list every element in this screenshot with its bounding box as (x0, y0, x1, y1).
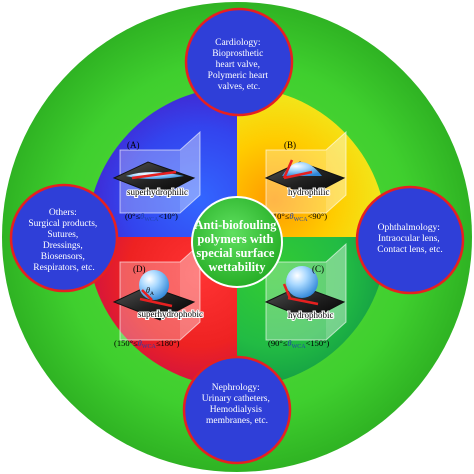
panel-d-range: (150°≤θWCA≤180°) (114, 338, 180, 350)
panel-d-angle-line (139, 297, 173, 308)
panel-d: (D) θA superhydrophobic (150°≤θWCA≤180°) (112, 242, 204, 350)
center-title: Anti-biofouling polymers with special su… (194, 218, 279, 274)
panel-a-range: (0°≤θWCA<10°) (125, 211, 178, 223)
bubble-nephrology: Nephrology: Urinary catheters, Hemodialy… (182, 355, 292, 465)
panel-a-angle-line (131, 170, 177, 180)
bubble-ophthalmology: Ophthalmology: Intraocular lens, Contact… (355, 185, 465, 295)
bubble-nephrology-text: Nephrology: Urinary catheters, Hemodialy… (202, 383, 272, 426)
bubble-ophthalmology-text: Ophthalmology: Intraocular lens, Contact… (377, 223, 442, 255)
center-circle (191, 196, 283, 288)
panel-b-range: (10°≤θWCA<90°) (270, 211, 327, 223)
panel-b-angle-line (283, 170, 313, 180)
panel-d-angle-label: θA (146, 286, 154, 297)
panel-d-name: superhydrophobic (138, 309, 203, 319)
panel-b-letter: (B) (284, 140, 296, 150)
panel-a: (A) superhydrophilic (0°≤θWCA<10°) (112, 130, 201, 223)
panel-c: (C) hydrophobic (90°≤θWCA<150°) (264, 242, 347, 350)
panel-a-plate (112, 161, 196, 197)
bubble-others: Others: Surgical products, Sutures, Dres… (9, 183, 119, 293)
panel-a-letter: (A) (127, 140, 140, 150)
panel-c-letter: (C) (312, 264, 324, 274)
panel-a-name: superhydrophilic (127, 187, 188, 197)
panel-c-droplet (286, 266, 318, 298)
center-title-group: Anti-biofouling polymers with special su… (191, 196, 283, 288)
panel-b: (B) hydrophilic (10°≤θWCA<90°) (264, 130, 347, 223)
bubble-others-text: Others: Surgical products, Sutures, Dres… (28, 208, 99, 273)
panel-c-angle-line (287, 296, 319, 306)
bubble-cardiology-text: Cardiology: Bioprosthetic heart valve, P… (208, 38, 271, 92)
panel-c-plate (264, 285, 346, 321)
panel-d-droplet (139, 270, 169, 300)
panel-c-range: (90°≤θWCA<150°) (268, 338, 330, 350)
panel-d-letter: (D) (133, 264, 146, 274)
panel-b-name: hydrophilic (288, 187, 330, 197)
panel-c-name: hydrophobic (288, 310, 334, 320)
bubble-cardiology: Cardiology: Bioprosthetic heart valve, P… (184, 7, 294, 117)
